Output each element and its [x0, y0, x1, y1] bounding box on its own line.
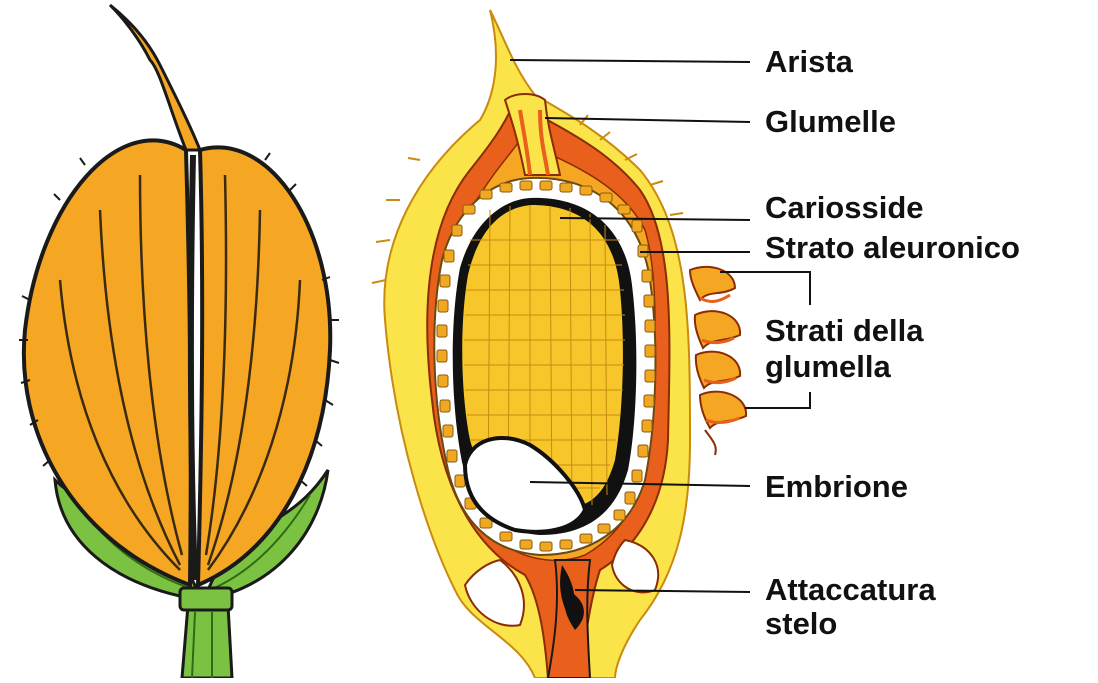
- label-embrione: Embrione: [765, 469, 908, 505]
- label-strato-aleuronico: Strato aleuronico: [765, 230, 1020, 266]
- label-strati-della: Strati della: [765, 313, 924, 349]
- glumella-scales: [690, 267, 746, 455]
- label-attaccatura: Attaccatura: [765, 572, 936, 608]
- grain-cross-section: [372, 10, 746, 678]
- grain-stem: [182, 605, 232, 678]
- label-glumelle: Glumelle: [765, 104, 896, 140]
- label-glumella: glumella: [765, 349, 891, 385]
- leader-arista: [510, 60, 750, 62]
- label-stelo: stelo: [765, 606, 837, 642]
- whole-grain-illustration: [19, 5, 339, 678]
- grain-awn: [110, 5, 200, 150]
- left-glume: [24, 140, 191, 585]
- label-arista: Arista: [765, 44, 853, 80]
- label-cariosside: Cariosside: [765, 190, 924, 226]
